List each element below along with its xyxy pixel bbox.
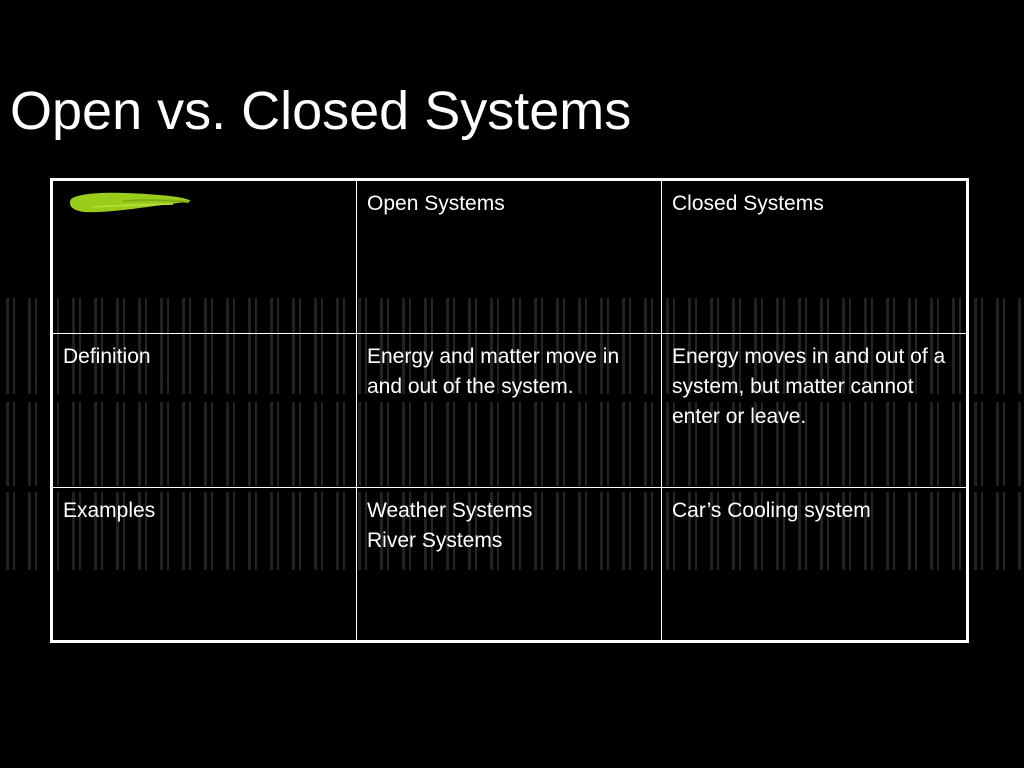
- table-row-examples: Examples Weather Systems River Systems C…: [51, 487, 968, 642]
- definition-open-systems: Energy and matter move in and out of the…: [356, 333, 662, 488]
- header-open-systems: Open Systems: [356, 179, 662, 334]
- definition-closed-systems: Energy moves in and out of a system, but…: [661, 333, 968, 488]
- table-header-row: Open Systems Closed Systems: [51, 179, 968, 334]
- examples-closed-systems: Car’s Cooling system: [661, 487, 968, 642]
- header-closed-systems: Closed Systems: [661, 179, 968, 334]
- table-row-definition: Definition Energy and matter move in and…: [51, 333, 968, 488]
- row-label-definition: Definition: [51, 333, 357, 488]
- table-corner-cell: [51, 179, 357, 334]
- green-brush-stroke-icon: [69, 192, 191, 213]
- slide-title: Open vs. Closed Systems: [10, 81, 632, 141]
- examples-open-systems: Weather Systems River Systems: [356, 487, 662, 642]
- comparison-table: Open Systems Closed Systems Definition E…: [50, 178, 969, 643]
- row-label-examples: Examples: [51, 487, 357, 642]
